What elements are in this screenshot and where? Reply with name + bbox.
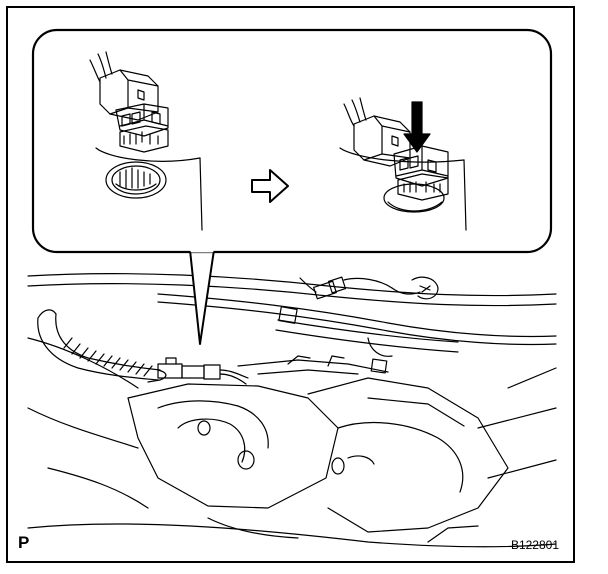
connector-disconnected [89, 51, 169, 153]
detail-inset [31, 28, 553, 345]
corrugated-harness [37, 309, 167, 381]
arrow-right-outline-icon [251, 169, 289, 203]
upper-right-connector [299, 276, 421, 300]
connector-illustration [27, 28, 557, 548]
sensor-socket-left [95, 147, 203, 231]
engine-bay-scene [27, 273, 557, 548]
illustration-frame: P B122801 [6, 6, 575, 563]
figure-id: B122801 [510, 538, 559, 552]
arrow-down-solid-icon [403, 101, 431, 153]
corner-letter: P [18, 533, 30, 552]
sensor-socket-right [339, 147, 467, 231]
inline-connector [147, 357, 249, 385]
